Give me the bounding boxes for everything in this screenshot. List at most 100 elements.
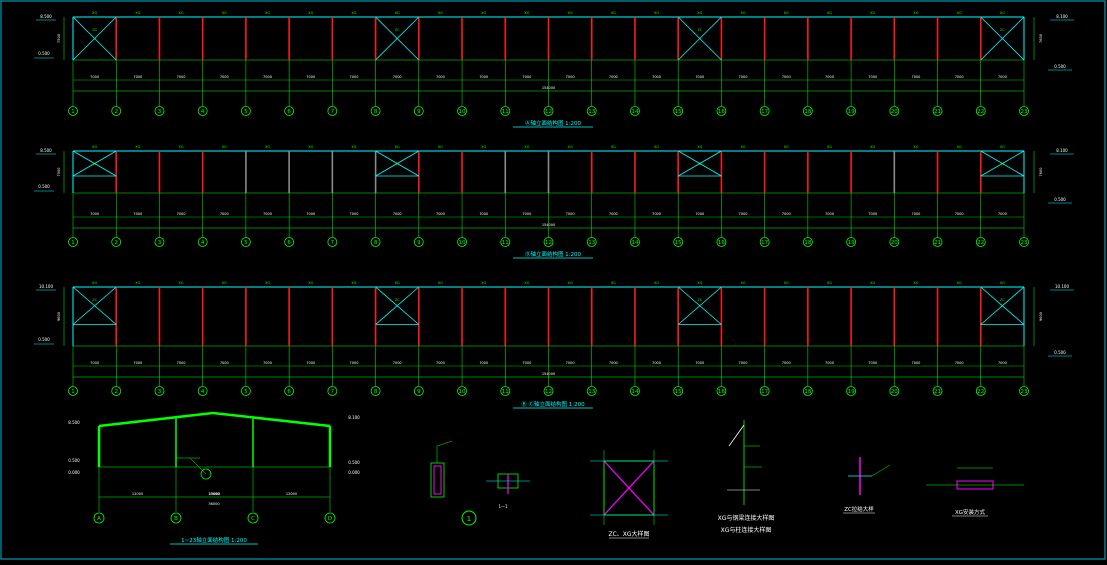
- axis-bubble-11[interactable]: [500, 386, 511, 396]
- axis-bubble-22[interactable]: [975, 237, 986, 247]
- axis-bubble-3[interactable]: [154, 106, 165, 116]
- axis-bubble-8[interactable]: [370, 237, 381, 247]
- axis-bubble-20[interactable]: [889, 386, 900, 396]
- axis-bubble-13[interactable]: [586, 106, 597, 116]
- axis-bubble-4[interactable]: [197, 106, 208, 116]
- xg-tie-label: XG: [827, 145, 832, 149]
- axis-bubble-8[interactable]: [370, 386, 381, 396]
- axis-bubble-21[interactable]: [932, 386, 943, 396]
- bay-dimension: 7000: [306, 361, 315, 365]
- axis-number-4: 4: [201, 109, 205, 115]
- xg-tie-label: XG: [784, 145, 789, 149]
- axis-bubble-2[interactable]: [111, 386, 122, 396]
- axis-bubble-2[interactable]: [111, 237, 122, 247]
- level-mark-top-right: 8.100: [1056, 148, 1068, 153]
- axis-bubble-7[interactable]: [327, 106, 338, 116]
- axis-bubble-3[interactable]: [154, 237, 165, 247]
- axis-bubble-20[interactable]: [889, 237, 900, 247]
- axis-bubble-1[interactable]: [68, 237, 78, 247]
- axis-bubble-13[interactable]: [586, 386, 597, 396]
- axis-number-2: 2: [114, 240, 118, 246]
- axis-number-16: 16: [718, 109, 725, 115]
- axis-bubble-17[interactable]: [759, 386, 770, 396]
- bay-dimension: 7000: [393, 212, 402, 216]
- xg-tie-label: XG: [481, 281, 486, 285]
- axis-bubble-5[interactable]: [241, 106, 251, 116]
- axis-bubble-3[interactable]: [154, 386, 165, 396]
- axis-bubble-4[interactable]: [197, 386, 208, 396]
- axis-bubble-12[interactable]: [543, 106, 554, 116]
- section-axis-bubble-A[interactable]: [93, 512, 105, 524]
- axis-bubble-18[interactable]: [802, 386, 813, 396]
- xg-tie-label: XG: [1000, 145, 1005, 149]
- axis-bubble-17[interactable]: [759, 106, 770, 116]
- section-axis-bubble-C[interactable]: [247, 512, 259, 524]
- xg-tie-label: XG: [784, 281, 789, 285]
- axis-number-23: 23: [1021, 109, 1028, 115]
- elevation-title-a: Ⓐ轴立面结构图 1:200: [525, 119, 582, 127]
- axis-bubble-19[interactable]: [846, 237, 856, 247]
- axis-bubble-1[interactable]: [68, 106, 78, 116]
- detail-marker-bubble[interactable]: [461, 510, 477, 526]
- section-callout-bubble[interactable]: [200, 468, 212, 480]
- axis-bubble-15[interactable]: [673, 237, 684, 247]
- axis-bubble-6[interactable]: [284, 106, 295, 116]
- axis-bubble-14[interactable]: [630, 386, 640, 396]
- axis-bubble-16[interactable]: [716, 237, 727, 247]
- axis-bubble-9[interactable]: [413, 386, 424, 396]
- axis-number-6: 6: [287, 109, 291, 115]
- axis-bubble-4[interactable]: [197, 237, 208, 247]
- axis-bubble-14[interactable]: [630, 237, 640, 247]
- axis-bubble-7[interactable]: [327, 237, 338, 247]
- axis-bubble-11[interactable]: [500, 237, 511, 247]
- axis-bubble-12[interactable]: [543, 386, 554, 396]
- axis-bubble-19[interactable]: [846, 106, 856, 116]
- axis-bubble-18[interactable]: [802, 106, 813, 116]
- axis-bubble-6[interactable]: [284, 386, 295, 396]
- axis-bubble-9[interactable]: [413, 237, 424, 247]
- axis-bubble-21[interactable]: [932, 237, 943, 247]
- height-dimension-left: 7500: [57, 168, 61, 177]
- axis-bubble-22[interactable]: [975, 386, 986, 396]
- elevation-title-bc: Ⓑ Ⓒ轴立面结构图 1:200: [521, 400, 585, 408]
- axis-bubble-1[interactable]: [68, 386, 78, 396]
- axis-number-7: 7: [331, 389, 335, 395]
- section-axis-letter-A: A: [97, 516, 101, 522]
- section-axis-bubble-D[interactable]: [324, 512, 336, 524]
- axis-bubble-13[interactable]: [586, 237, 597, 247]
- axis-bubble-10[interactable]: [457, 386, 467, 396]
- axis-bubble-23[interactable]: [1019, 237, 1029, 247]
- axis-bubble-2[interactable]: [111, 106, 122, 116]
- axis-bubble-8[interactable]: [370, 106, 381, 116]
- axis-bubble-23[interactable]: [1019, 106, 1029, 116]
- xg-tie-label: XG: [611, 281, 616, 285]
- axis-bubble-17[interactable]: [759, 237, 770, 247]
- xg-tie-label: XG: [179, 11, 184, 15]
- axis-bubble-6[interactable]: [284, 237, 295, 247]
- axis-bubble-16[interactable]: [716, 106, 727, 116]
- axis-bubble-16[interactable]: [716, 386, 727, 396]
- axis-number-2: 2: [114, 109, 118, 115]
- axis-bubble-10[interactable]: [457, 237, 467, 247]
- section-level-bottom-left: 0.000: [68, 470, 80, 475]
- axis-bubble-5[interactable]: [241, 386, 251, 396]
- axis-bubble-5[interactable]: [241, 237, 251, 247]
- axis-bubble-7[interactable]: [327, 386, 338, 396]
- axis-bubble-9[interactable]: [413, 106, 424, 116]
- axis-bubble-15[interactable]: [673, 106, 684, 116]
- axis-bubble-21[interactable]: [932, 106, 943, 116]
- section-axis-bubble-B[interactable]: [170, 512, 182, 524]
- axis-bubble-14[interactable]: [630, 106, 640, 116]
- axis-number-11: 11: [502, 109, 509, 115]
- axis-bubble-15[interactable]: [673, 386, 684, 396]
- axis-bubble-22[interactable]: [975, 106, 986, 116]
- axis-bubble-11[interactable]: [500, 106, 511, 116]
- axis-bubble-20[interactable]: [889, 106, 900, 116]
- axis-bubble-19[interactable]: [846, 386, 856, 396]
- axis-bubble-18[interactable]: [802, 237, 813, 247]
- axis-bubble-10[interactable]: [457, 106, 467, 116]
- xg-tie-label: XG: [697, 11, 702, 15]
- axis-bubble-12[interactable]: [543, 237, 554, 247]
- axis-bubble-23[interactable]: [1019, 386, 1029, 396]
